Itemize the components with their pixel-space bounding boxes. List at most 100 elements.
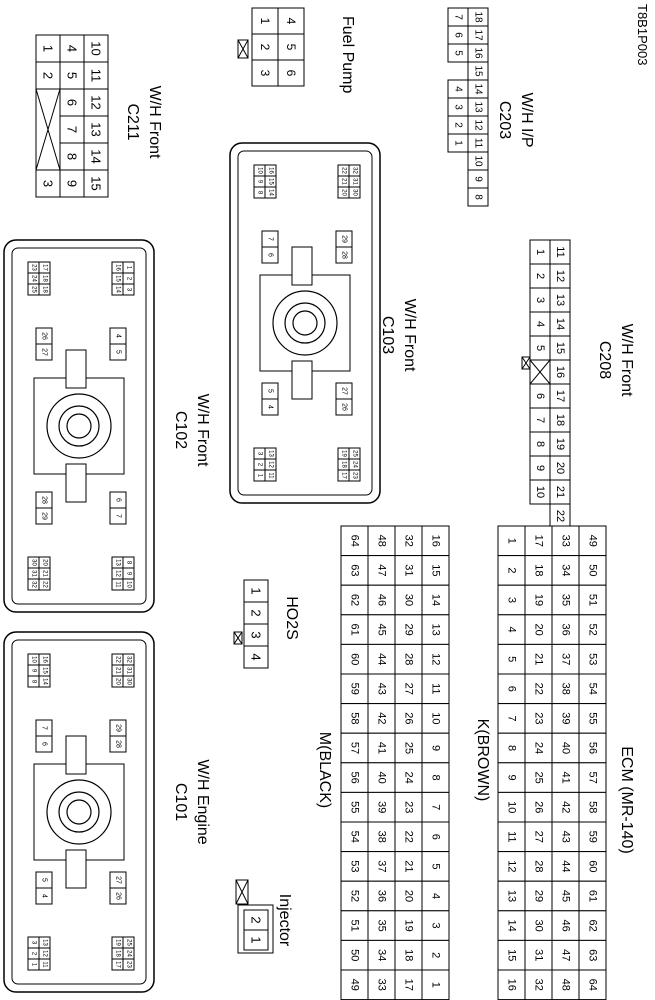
- ecm-m-grid-pin-wrap: 15: [430, 564, 442, 576]
- ecm-k-grid-cell: [551, 614, 580, 645]
- ecm-m-grid-pin: 38: [376, 831, 388, 843]
- ecm-k-grid-pin: 8: [506, 745, 518, 751]
- c103-module-g1-pin: 16: [268, 167, 274, 174]
- ecm-k-grid-pin-wrap: 17: [533, 535, 545, 547]
- ecm-m-grid-cell: [367, 880, 396, 912]
- c101-module-g8-pin: 19: [115, 939, 121, 946]
- ecm-m-grid-pin: 7: [430, 804, 442, 810]
- ecm-m-grid-pin-wrap: 22: [403, 831, 415, 843]
- fuel-pump-key: [237, 39, 249, 59]
- ecm-m-grid-pin: 35: [376, 919, 388, 931]
- c208-grid-pin-wrap: 7: [534, 417, 546, 423]
- ecm-k-grid-pin-wrap: 58: [587, 801, 599, 813]
- ecm-k-grid-pin-wrap: 44: [560, 860, 572, 872]
- ecm-k-grid-pin: 39: [560, 712, 572, 724]
- ecm-m-grid-pin: 52: [349, 890, 361, 902]
- ho2s-grid-pin-wrap: 3: [249, 631, 264, 638]
- injector-grid-pin: 1: [249, 936, 264, 943]
- ecm-k-grid-pin: 43: [560, 831, 572, 843]
- c211-grid-cell: [83, 142, 109, 171]
- ecm-k-grid-cell: [497, 939, 526, 971]
- ecm-k-grid-pin-wrap: 13: [506, 890, 518, 902]
- c103-module-g3-pin: 32: [352, 167, 358, 174]
- ecm-k-grid-pin-wrap: 42: [560, 801, 572, 813]
- ecm-m-grid-pin: 2: [430, 952, 442, 958]
- ecm-m-grid-pin-wrap: 64: [349, 535, 361, 547]
- c208-grid-pin: 5: [534, 345, 546, 351]
- c211-grid-pin-wrap: 3: [41, 180, 56, 187]
- ecm-k-grid-cell: [524, 614, 553, 645]
- ecm-m-grid-pin-wrap: 51: [349, 919, 361, 931]
- ecm-m-grid-pin-wrap: 48: [376, 535, 388, 547]
- c103-module-g5-pin-wrap: 5: [267, 389, 274, 393]
- c208-grid-pin: 3: [534, 297, 546, 303]
- c211-grid-pin-wrap: 15: [89, 176, 104, 190]
- c103-label: C103: [379, 316, 396, 354]
- fuel-pump-grid-pin: 1: [258, 18, 272, 25]
- c208-grid-pin: 21: [554, 486, 566, 498]
- c208-grid-pin: 15: [554, 342, 566, 354]
- c102-module-g8-pin-wrap: 13: [115, 559, 121, 566]
- c208-grid-pin-wrap: 2: [534, 273, 546, 279]
- c208-grid-pin-wrap: 10: [534, 486, 546, 498]
- ecm-k-grid-pin: 4: [506, 627, 518, 633]
- ecm-k-grid-cell: [578, 584, 607, 616]
- c101-module-g5-pin-wrap: 5: [41, 878, 48, 882]
- ecm-k-grid-cell: [551, 673, 580, 705]
- ecm-k-grid-pin: 42: [560, 801, 572, 813]
- c101-module-g7-pin-wrap: 12: [42, 950, 48, 957]
- c101-module-g1-pin-wrap: 15: [42, 667, 48, 674]
- ecm-k-grid-cell: [551, 555, 580, 586]
- c102-module-g5-pin: 29: [41, 512, 48, 520]
- fuel-pump-grid-cell: [251, 59, 279, 87]
- c102-module-g5-pin: 28: [41, 496, 48, 504]
- ecm-k-grid-pin: 20: [533, 623, 545, 635]
- c211-grid-pin-wrap: 11: [89, 69, 104, 83]
- ecm-k-grid-pin: 21: [533, 653, 545, 665]
- c101-module-g1-cell: [38, 675, 51, 688]
- c103-module-g3-pin: 30: [352, 189, 358, 196]
- c102-module-g1-pin-wrap: 25: [31, 286, 37, 293]
- c101-module-g8-pin: 18: [115, 950, 121, 957]
- c101-module-g5-cell: [35, 887, 53, 905]
- c203-grid-pin-wrap: 16: [473, 47, 484, 59]
- c208-grid-pin: 8: [534, 441, 546, 447]
- c208-grid-pin-wrap: 9: [534, 465, 546, 471]
- ecm-k-grid-pin: 52: [587, 623, 599, 635]
- ecm-m-grid-cell: [367, 555, 396, 586]
- ecm-k-label: K(BROWN): [474, 719, 491, 802]
- ecm-m-grid-pin-wrap: 32: [403, 535, 415, 547]
- ecm-m-grid-pin-wrap: 33: [376, 979, 388, 991]
- c101-module-g4-pin-wrap: 28: [115, 740, 122, 748]
- c101-module-g5-pin: 5: [41, 878, 48, 882]
- c211-grid-pin: 13: [89, 122, 104, 136]
- ecm-k-grid-pin: 38: [560, 683, 572, 695]
- c103-module-g7-cell: [264, 469, 277, 482]
- ecm-m-grid-pin-wrap: 23: [403, 801, 415, 813]
- c102-module-g8-pin-wrap: 9: [126, 572, 132, 576]
- ecm-m-grid-cell: [421, 555, 450, 586]
- ecm-m-grid-pin: 26: [403, 712, 415, 724]
- ecm-m-grid-cell: [421, 584, 450, 616]
- ecm-k-grid-pin-wrap: 34: [560, 564, 572, 576]
- ecm-m-grid-cell: [340, 614, 369, 645]
- c211-grid-cell: [83, 169, 109, 198]
- c102-module-g7-pin: 21: [42, 570, 48, 577]
- c211-grid-pin-wrap: 8: [65, 153, 80, 160]
- ecm-k-grid-cell: [578, 555, 607, 586]
- ecm-k-grid-cell: [524, 555, 553, 586]
- ecm-k-grid-pin: 26: [533, 801, 545, 813]
- c101-module-g7-pin: 13: [42, 939, 48, 946]
- ecm-k-grid-pin: 23: [533, 712, 545, 724]
- c103-module-g8-pin: 23: [352, 472, 358, 479]
- c102-module-g5-cell: [35, 507, 53, 525]
- c102-module-g1-cell: [38, 283, 51, 296]
- c103-module-g8-pin: 18: [341, 461, 347, 468]
- c101-module-g7-pin: 11: [42, 961, 48, 968]
- c101-module-g1-pin-wrap: 10: [31, 656, 37, 663]
- c208-grid-pin-wrap: 12: [554, 270, 566, 282]
- ecm-k-grid-pin: 14: [506, 919, 518, 931]
- ecm-m-grid-pin: 30: [403, 594, 415, 606]
